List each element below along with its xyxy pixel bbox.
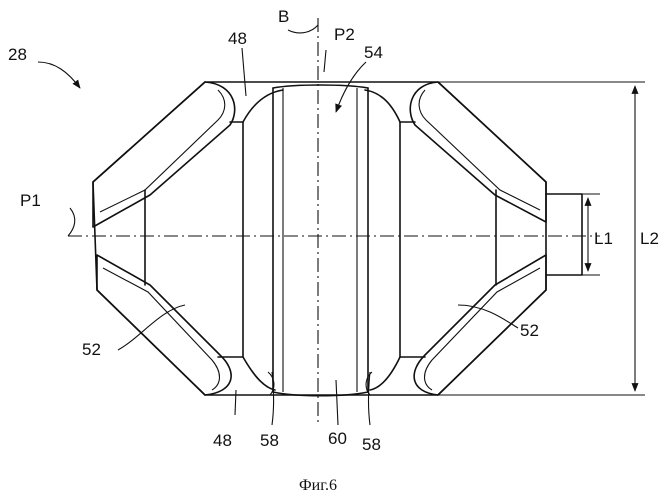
dimension-lines <box>438 82 645 395</box>
label-lower-flat-48: 48 <box>213 431 232 450</box>
lower-left-lobe <box>97 255 231 395</box>
label-dim-l1: L1 <box>594 229 613 248</box>
label-left-groove-58: 58 <box>260 431 279 450</box>
leader-lines <box>38 25 518 425</box>
label-right-lobe-52: 52 <box>520 321 539 340</box>
label-assembly-28: 28 <box>8 45 27 64</box>
upper-right-lobe <box>410 82 546 222</box>
labels: 28 B P1 P2 54 48 48 52 52 58 60 58 L1 L2… <box>8 7 659 494</box>
label-bottom-face-60: 60 <box>328 429 347 448</box>
label-dim-l2: L2 <box>640 229 659 248</box>
label-plane-p2: P2 <box>334 25 355 44</box>
label-right-groove-58: 58 <box>362 435 381 454</box>
label-bore-54: 54 <box>364 43 383 62</box>
figure-caption: Фиг.6 <box>299 477 337 494</box>
label-upper-flat-48: 48 <box>228 29 247 48</box>
inner-structure <box>145 85 582 396</box>
center-lines <box>68 18 600 425</box>
label-plane-p1: P1 <box>20 191 41 210</box>
body-outline <box>93 82 546 395</box>
upper-left-lobe <box>93 82 235 227</box>
label-axis-b: B <box>278 7 289 26</box>
label-left-lobe-52: 52 <box>82 340 101 359</box>
